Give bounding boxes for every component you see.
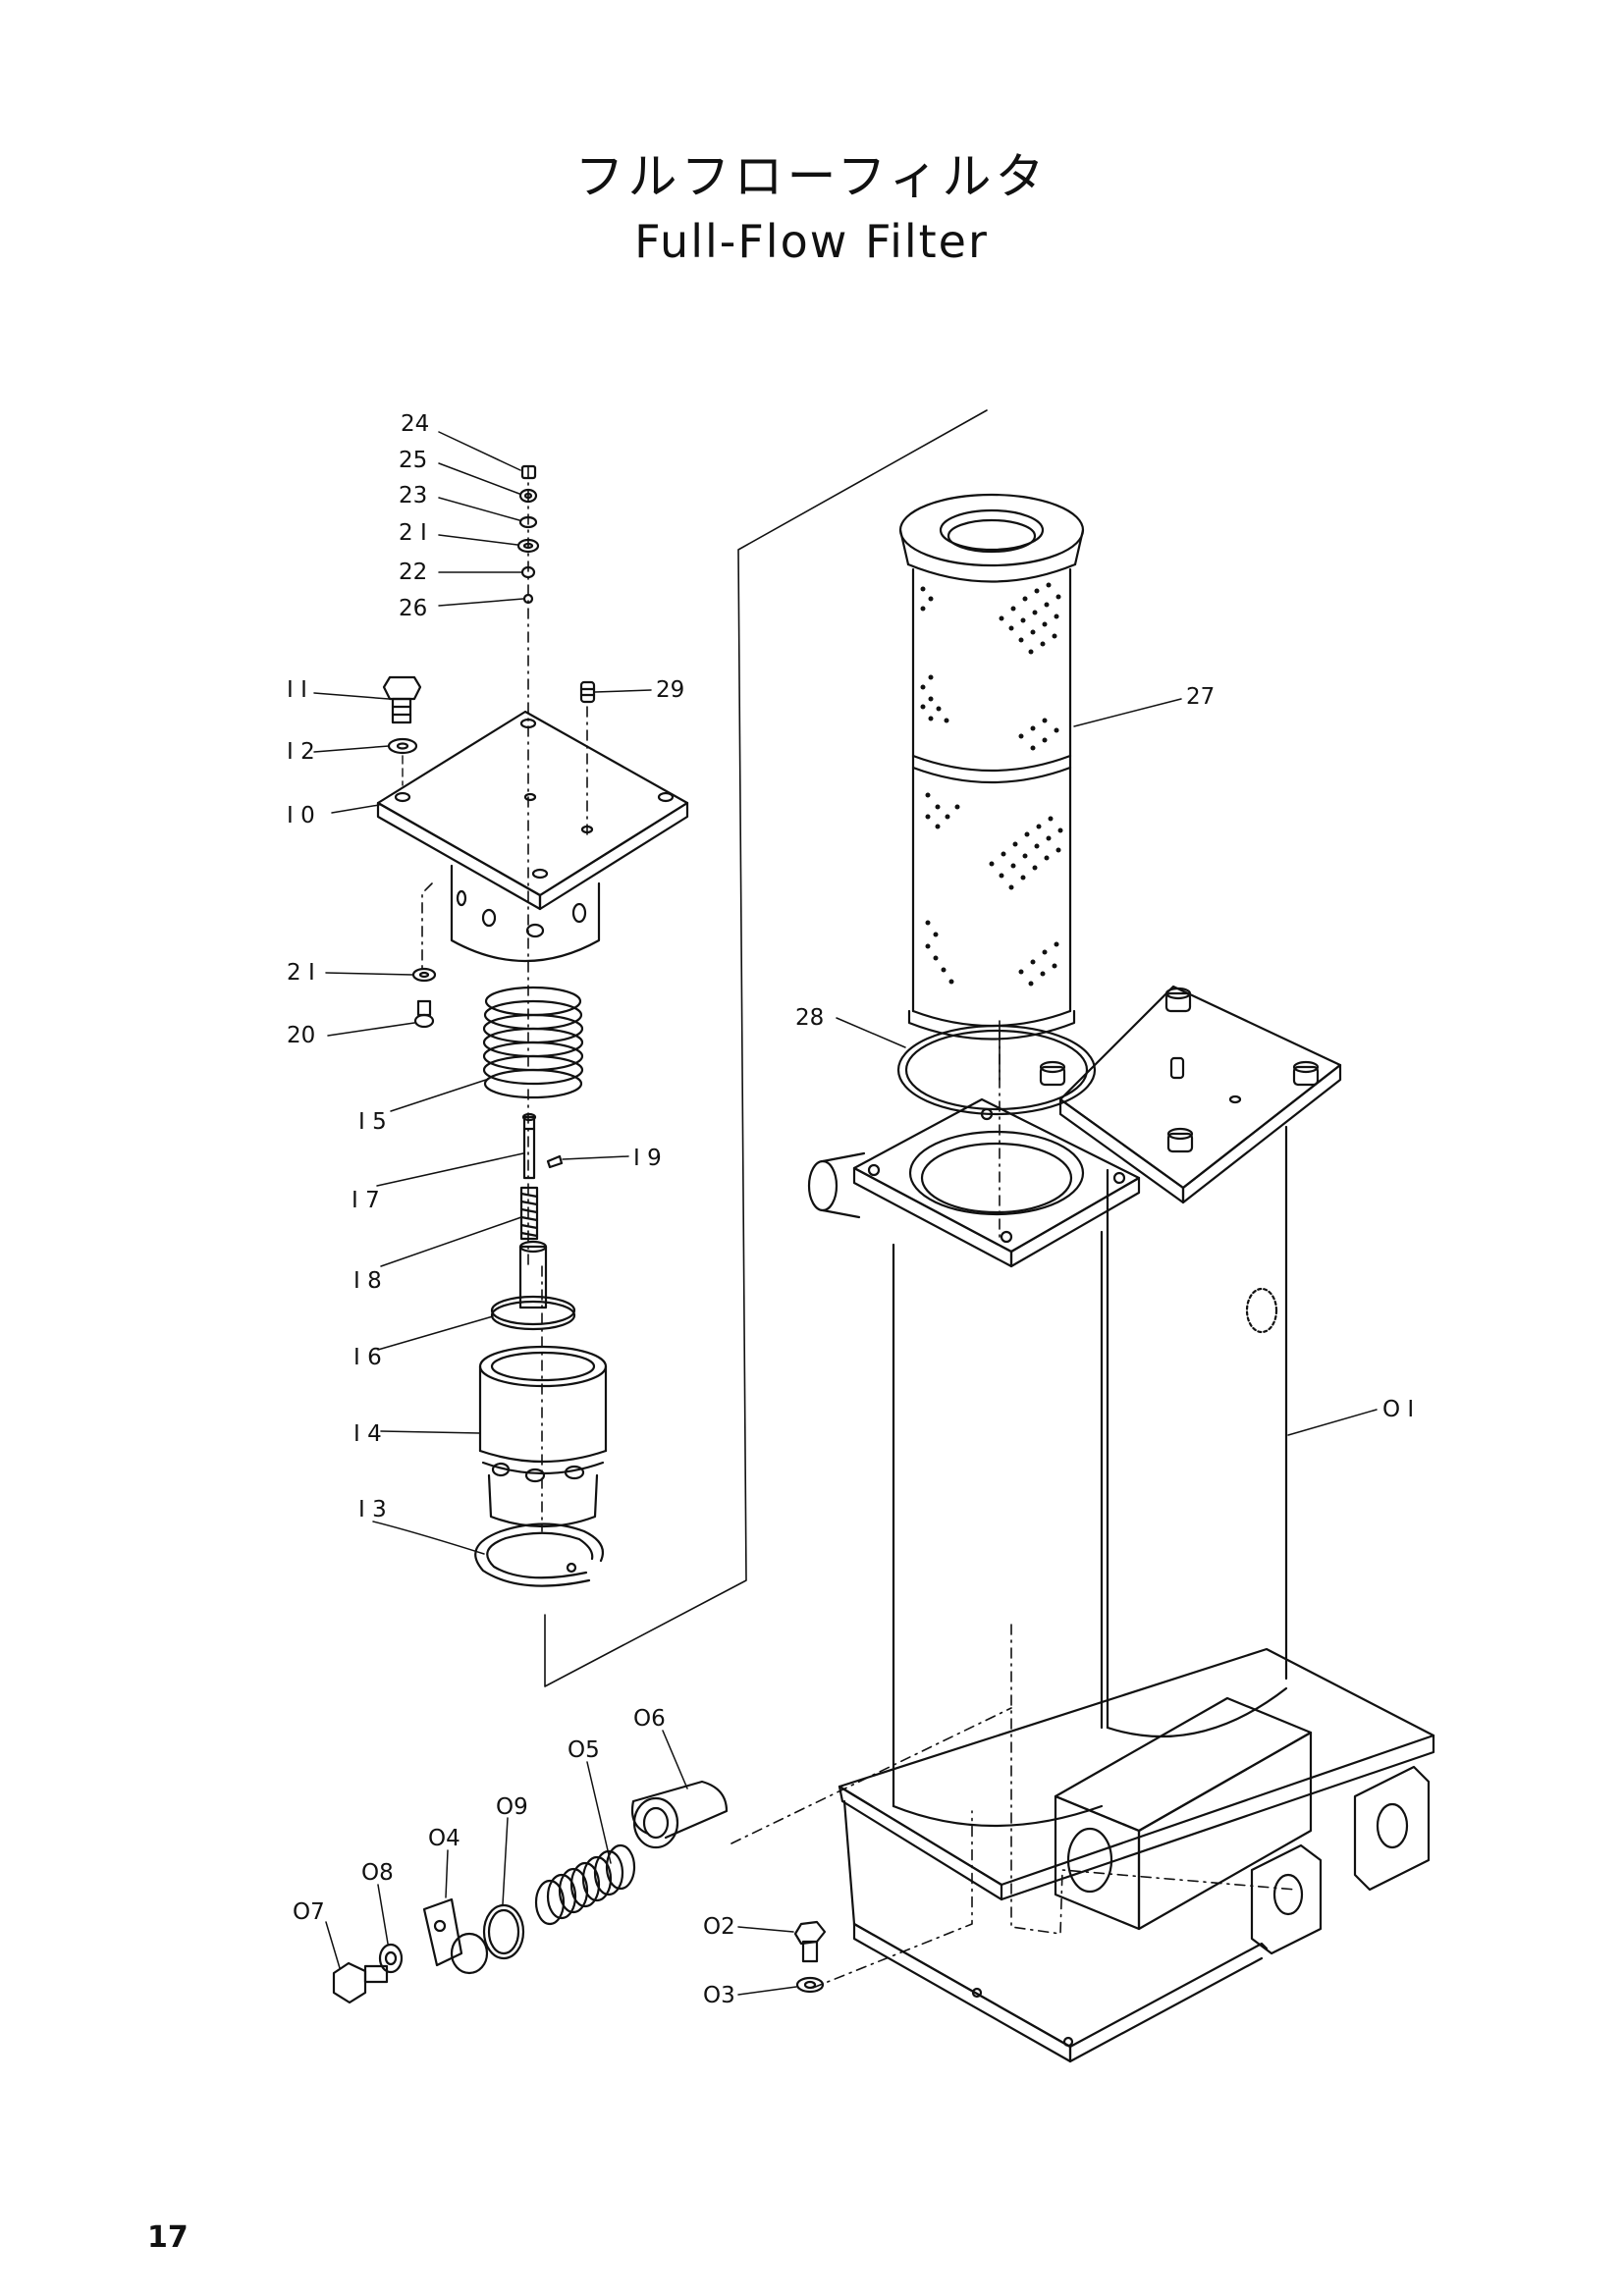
part-label-27: 27 [1186, 684, 1215, 710]
title-block: フルフローフィルタ Full-Flow Filter [0, 147, 1623, 271]
part-label-24: 24 [401, 411, 429, 437]
part-label-08: O8 [361, 1860, 394, 1886]
washer-08 [378, 1943, 404, 1974]
bolt-07 [332, 1961, 389, 2004]
plug-04 [422, 1897, 489, 1975]
plug-29 [579, 680, 596, 704]
part-label-22: 22 [399, 560, 427, 585]
part-label-12: I 2 [287, 739, 315, 765]
spring-15 [482, 986, 584, 1099]
part-labels: 24 25 23 2 I 22 26 I I 29 I 2 I 0 2 I 20… [287, 411, 1414, 2008]
part-label-20: 20 [287, 1023, 315, 1048]
snap-ring-13 [474, 1522, 605, 1587]
pin-17 [521, 1112, 537, 1180]
o-ring-28 [896, 1024, 1097, 1116]
part-label-21-lower: 2 I [287, 960, 315, 986]
filter-perforation-dots [920, 582, 1063, 987]
leader-lines [313, 431, 1378, 1996]
part-label-23: 23 [399, 483, 427, 508]
part-label-26: 26 [399, 596, 427, 621]
bolt-11 [382, 675, 422, 724]
part-label-29: 29 [656, 677, 684, 703]
part-label-06: O6 [633, 1706, 666, 1732]
title-english: Full-Flow Filter [634, 215, 989, 268]
part-label-28: 28 [795, 1005, 824, 1031]
valve-disc-16 [490, 1240, 576, 1331]
washer-12 [387, 737, 418, 755]
part-label-19: I 9 [633, 1146, 662, 1171]
sleeve-14 [478, 1345, 608, 1528]
part-label-11: I I [287, 677, 307, 703]
part-label-14: I 4 [353, 1421, 382, 1447]
filter-element-27 [898, 493, 1085, 1041]
spring-18 [519, 1186, 539, 1241]
part-label-02: O2 [703, 1914, 735, 1940]
part-label-15: I 5 [358, 1109, 387, 1135]
valve-seat-06 [630, 1780, 729, 1849]
page-number: 17 [147, 2220, 189, 2255]
filter-housing-01 [807, 985, 1435, 2063]
part-label-25: 25 [399, 448, 427, 473]
part-label-03: O3 [703, 1983, 735, 2008]
o-ring-09 [482, 1903, 525, 1960]
screw-20 [413, 999, 435, 1029]
cover-plate-10 [376, 710, 689, 962]
assembly-guide-lines [421, 409, 1297, 1989]
part-label-16: I 6 [353, 1345, 382, 1370]
title-japanese: フルフローフィルタ [574, 148, 1049, 205]
part-label-18: I 8 [353, 1268, 382, 1294]
part-label-13: I 3 [358, 1497, 387, 1522]
part-label-05: O5 [568, 1737, 600, 1763]
spring-05 [534, 1843, 636, 1926]
part-label-07: O7 [293, 1899, 325, 1925]
part-label-21-upper: 2 I [399, 520, 427, 546]
washer-21 [411, 967, 437, 983]
nut-washer-stack [516, 464, 540, 605]
part-label-01: O I [1382, 1397, 1414, 1422]
part-label-17: I 7 [352, 1188, 380, 1213]
washer-03 [795, 1976, 825, 1994]
part-label-10: I 0 [287, 803, 315, 828]
bolt-02 [793, 1920, 827, 1963]
part-label-09: O9 [496, 1794, 528, 1820]
clip-19 [546, 1154, 564, 1169]
part-label-04: O4 [428, 1826, 460, 1851]
